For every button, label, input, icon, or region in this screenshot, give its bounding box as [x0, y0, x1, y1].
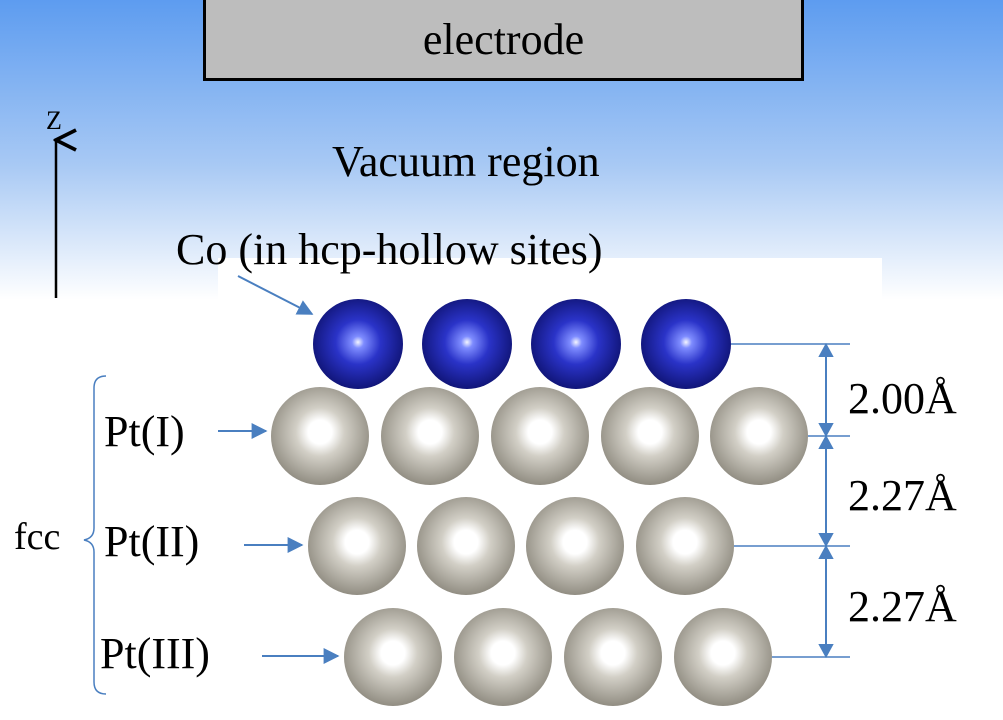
pt-atom — [271, 387, 369, 485]
spacing-arrows — [818, 342, 834, 659]
co-label: Co (in hcp-hollow sites) — [176, 225, 603, 274]
co-atom — [531, 299, 621, 389]
spacing-unit-1: Å — [925, 374, 957, 423]
spacing-label-3: 2.27Å — [848, 585, 957, 629]
spacing-unit-3: Å — [925, 582, 957, 631]
pt-atom — [491, 387, 589, 485]
z-axis-label: Z — [46, 106, 62, 135]
pt-layer-2 — [308, 497, 734, 595]
spacing-unit-2: Å — [925, 471, 957, 520]
pt-atom — [308, 497, 406, 595]
spacing-label-2: 2.27Å — [848, 474, 957, 518]
pt-atom — [381, 387, 479, 485]
electrode-label: electrode — [422, 14, 585, 64]
pt-atom — [601, 387, 699, 485]
fcc-label: fcc — [14, 516, 61, 558]
pt-atom — [674, 608, 772, 706]
pt-layer-3 — [344, 608, 772, 706]
co-atom-row — [313, 299, 731, 389]
pt-atom — [344, 608, 442, 706]
pt-atom — [526, 497, 624, 595]
pt-layer-3-label: Pt(III) — [100, 629, 210, 678]
vacuum-label: Vacuum region — [332, 137, 600, 186]
co-pointer-arrow — [237, 275, 314, 315]
spacing-value-1: 2.00 — [848, 374, 925, 423]
pt-layer-1 — [271, 387, 808, 485]
pt-layer-2-label: Pt(II) — [104, 517, 200, 566]
pt-atom — [636, 497, 734, 595]
pt-atom — [564, 608, 662, 706]
co-atom — [313, 299, 403, 389]
fcc-brace — [83, 375, 107, 695]
co-atom — [422, 299, 512, 389]
co-atom — [641, 299, 731, 389]
electrode-box: electrode — [203, 0, 804, 81]
pt-atom — [710, 387, 808, 485]
pt-layer-1-label: Pt(I) — [104, 407, 185, 456]
spacing-value-2: 2.27 — [848, 471, 925, 520]
spacing-label-1: 2.00Å — [848, 377, 957, 421]
pt-atom — [454, 608, 552, 706]
pt-atom — [417, 497, 515, 595]
spacing-value-3: 2.27 — [848, 582, 925, 631]
